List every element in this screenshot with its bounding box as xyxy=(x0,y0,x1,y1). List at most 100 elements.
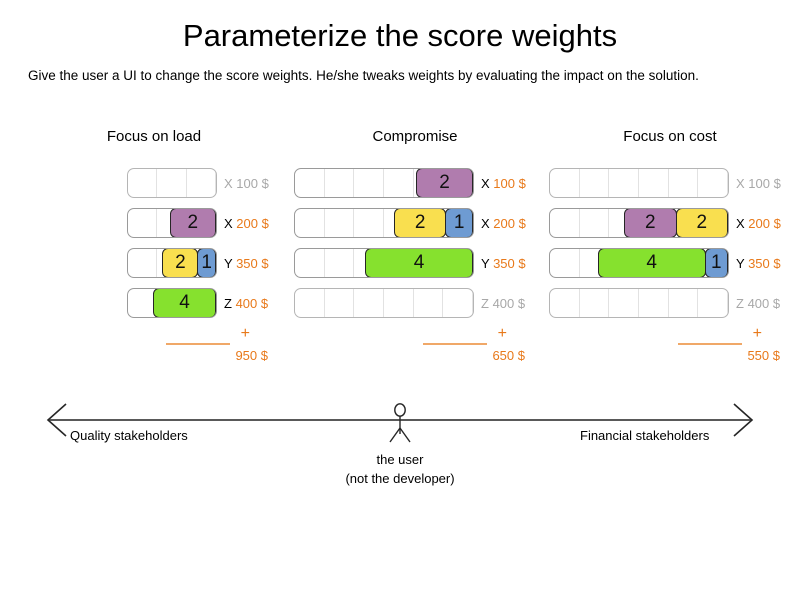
track-cell[interactable] xyxy=(384,289,414,317)
track-cell[interactable] xyxy=(295,209,325,237)
track-cell[interactable] xyxy=(157,209,187,237)
track-cell[interactable] xyxy=(443,169,473,197)
track-cell[interactable] xyxy=(639,169,669,197)
track-cell[interactable] xyxy=(157,249,187,277)
column-total: +650 $ xyxy=(285,325,545,363)
track-cell[interactable] xyxy=(187,209,216,237)
row-label: X 100 $ xyxy=(736,176,800,191)
page-title: Parameterize the score weights xyxy=(182,18,618,53)
column-total: +950 $ xyxy=(20,326,288,363)
track-cell[interactable] xyxy=(414,289,444,317)
weight-slider-track[interactable]: 2 xyxy=(127,208,217,238)
row-key: Y xyxy=(736,255,745,271)
track-cell[interactable] xyxy=(325,169,355,197)
weight-slider-track[interactable]: 4 xyxy=(127,288,217,318)
track-cell[interactable] xyxy=(669,289,699,317)
track-cell[interactable] xyxy=(550,249,580,277)
weight-slider-track[interactable] xyxy=(549,168,729,198)
row-key: X xyxy=(736,175,745,191)
track-cell[interactable] xyxy=(698,289,728,317)
plus-sign: + xyxy=(497,325,507,342)
track-cell[interactable] xyxy=(639,289,669,317)
weight-slider-track[interactable] xyxy=(127,168,217,198)
track-cell[interactable] xyxy=(698,169,728,197)
total-value: 550 $ xyxy=(747,348,780,363)
track-cell[interactable] xyxy=(639,249,669,277)
row-key: X xyxy=(224,215,233,231)
track-cell[interactable] xyxy=(325,209,355,237)
track-cell[interactable] xyxy=(580,169,610,197)
track-cell[interactable] xyxy=(325,249,355,277)
track-cell[interactable] xyxy=(295,249,325,277)
weight-row: X 100 $ xyxy=(540,167,800,199)
track-cell[interactable] xyxy=(609,249,640,277)
track-cell[interactable] xyxy=(443,249,473,277)
track-cell[interactable] xyxy=(325,289,355,317)
track-cell[interactable] xyxy=(384,209,414,237)
track-cell[interactable] xyxy=(580,289,610,317)
track-cell[interactable] xyxy=(550,289,580,317)
weight-slider-track[interactable]: 4 xyxy=(294,248,474,278)
track-cell[interactable] xyxy=(609,289,640,317)
weight-slider-track[interactable] xyxy=(549,288,729,318)
row-price: 200 $ xyxy=(236,215,269,231)
track-cell[interactable] xyxy=(669,209,699,237)
track-cell[interactable] xyxy=(384,249,414,277)
track-cell[interactable] xyxy=(295,169,325,197)
track-cell[interactable] xyxy=(295,289,325,317)
track-cell[interactable] xyxy=(580,249,610,277)
track-cell[interactable] xyxy=(609,169,640,197)
track-cell[interactable] xyxy=(157,289,187,317)
row-label: Z 400 $ xyxy=(736,296,800,311)
column-heading: Compromise xyxy=(372,128,458,145)
track-cell[interactable] xyxy=(128,209,158,237)
track-cell[interactable] xyxy=(609,209,640,237)
track-cell[interactable] xyxy=(443,289,473,317)
track-cell[interactable] xyxy=(698,249,728,277)
track-cell[interactable] xyxy=(354,289,385,317)
track-cell[interactable] xyxy=(550,209,580,237)
track-cell[interactable] xyxy=(187,249,216,277)
track-cell[interactable] xyxy=(698,209,728,237)
weight-slider-track[interactable] xyxy=(294,288,474,318)
track-cell[interactable] xyxy=(580,209,610,237)
total-value: 650 $ xyxy=(492,348,525,363)
track-cell[interactable] xyxy=(187,289,216,317)
column-heading: Focus on cost xyxy=(623,128,717,145)
track-cell[interactable] xyxy=(669,249,699,277)
track-cell[interactable] xyxy=(354,249,385,277)
track-cell[interactable] xyxy=(384,169,414,197)
row-price: 200 $ xyxy=(493,215,526,231)
weight-slider-track[interactable]: 2 xyxy=(294,168,474,198)
track-cell[interactable] xyxy=(639,209,669,237)
track-wrap xyxy=(285,288,474,318)
track-cell[interactable] xyxy=(414,249,444,277)
total-rule xyxy=(166,343,230,345)
track-cell[interactable] xyxy=(187,169,216,197)
track-cell[interactable] xyxy=(157,169,187,197)
track-cell[interactable] xyxy=(669,169,699,197)
row-label: X 200 $ xyxy=(224,216,288,231)
track-cell[interactable] xyxy=(354,209,385,237)
track-wrap: 4 xyxy=(20,288,217,318)
track-cell[interactable] xyxy=(414,209,444,237)
track-cell[interactable] xyxy=(128,169,158,197)
track-cell[interactable] xyxy=(414,169,444,197)
track-cell[interactable] xyxy=(354,169,385,197)
track-cell[interactable] xyxy=(128,249,158,277)
row-label: X 100 $ xyxy=(224,176,288,191)
track-cell[interactable] xyxy=(128,289,158,317)
track-cell[interactable] xyxy=(443,209,473,237)
track-cell[interactable] xyxy=(550,169,580,197)
